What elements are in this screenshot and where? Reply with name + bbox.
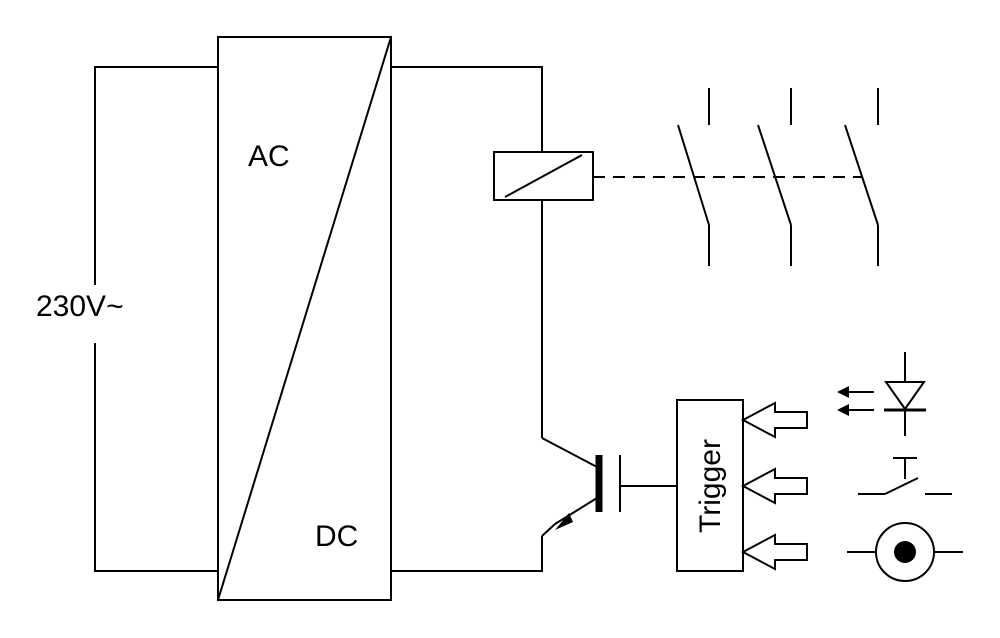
supply-wiring <box>94 66 218 572</box>
trigger-label: Trigger <box>694 439 727 533</box>
input-arrows <box>740 401 808 571</box>
coaxial-sensor-icon <box>847 522 963 582</box>
relay-coil-icon <box>493 151 594 201</box>
supply-voltage-label: 230V~ <box>36 290 124 323</box>
dc-output-wiring <box>391 66 598 572</box>
ac-dc-converter <box>217 36 392 601</box>
push-button-switch-icon <box>858 457 952 495</box>
ac-label: AC <box>248 140 290 173</box>
igbt-transistor-icon <box>541 455 677 537</box>
three-pole-contact-icon <box>677 88 879 266</box>
dc-label: DC <box>315 520 358 553</box>
light-emitting-diode-icon <box>837 352 926 436</box>
